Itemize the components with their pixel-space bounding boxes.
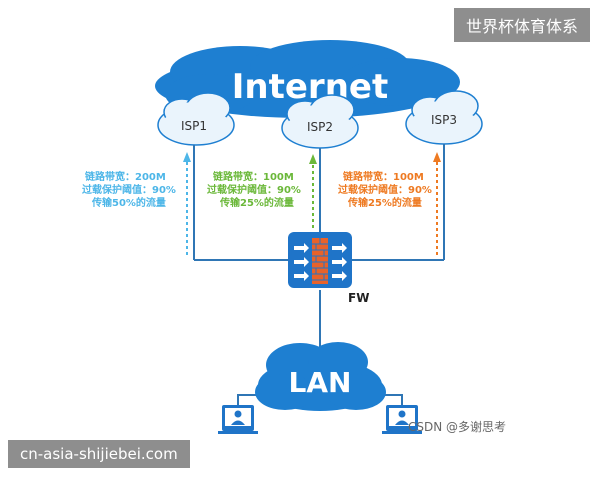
isp1-traffic-share: 传输50%的流量 bbox=[91, 196, 166, 209]
firewall-icon bbox=[288, 232, 352, 288]
fw-label: FW bbox=[348, 291, 369, 305]
isp1-threshold: 过载保护阈值：90% bbox=[82, 183, 176, 196]
isp2-traffic-share: 传输25%的流量 bbox=[219, 196, 294, 209]
isp2-threshold: 过载保护阈值：90% bbox=[207, 183, 301, 196]
internet-cloud: Internet bbox=[155, 40, 460, 118]
isp2-label: ISP2 bbox=[307, 120, 333, 134]
internet-label: Internet bbox=[232, 67, 388, 107]
isp2-annotation: 链路带宽：100M 过载保护阈值：90% 传输25%的流量 bbox=[207, 170, 301, 209]
isp3-arrowhead bbox=[433, 152, 441, 162]
isp3-threshold: 过载保护阈值：90% bbox=[338, 183, 432, 196]
lan-label: LAN bbox=[289, 366, 352, 399]
user-computer-icon bbox=[218, 405, 258, 434]
isp2-bandwidth: 链路带宽：100M bbox=[212, 170, 294, 183]
isp3-cloud: ISP3 bbox=[405, 90, 483, 145]
isp1-annotation: 链路带宽：200M 过载保护阈值：90% 传输50%的流量 bbox=[82, 170, 176, 209]
watermark-top: 世界杯体育体系 bbox=[453, 8, 590, 42]
user-computer-icon bbox=[382, 405, 422, 434]
isp3-annotation: 链路带宽：100M 过载保护阈值：90% 传输25%的流量 bbox=[338, 170, 432, 209]
isp1-cloud: ISP1 bbox=[157, 92, 235, 146]
isp1-arrowhead bbox=[183, 152, 191, 162]
isp2-cloud: ISP2 bbox=[281, 94, 359, 149]
isp3-traffic-share: 传输25%的流量 bbox=[347, 196, 422, 209]
csdn-tag: CSDN @多谢思考 bbox=[408, 420, 507, 434]
isp1-label: ISP1 bbox=[181, 119, 207, 133]
isp2-arrowhead bbox=[309, 154, 317, 164]
traffic-arrows bbox=[183, 152, 441, 255]
lan-cloud: LAN bbox=[255, 342, 386, 411]
isp3-label: ISP3 bbox=[431, 113, 457, 127]
isp1-bandwidth: 链路带宽：200M bbox=[84, 170, 166, 183]
watermark-bottom: cn-asia-shijiebei.com bbox=[8, 440, 190, 468]
isp3-bandwidth: 链路带宽：100M bbox=[342, 170, 424, 183]
